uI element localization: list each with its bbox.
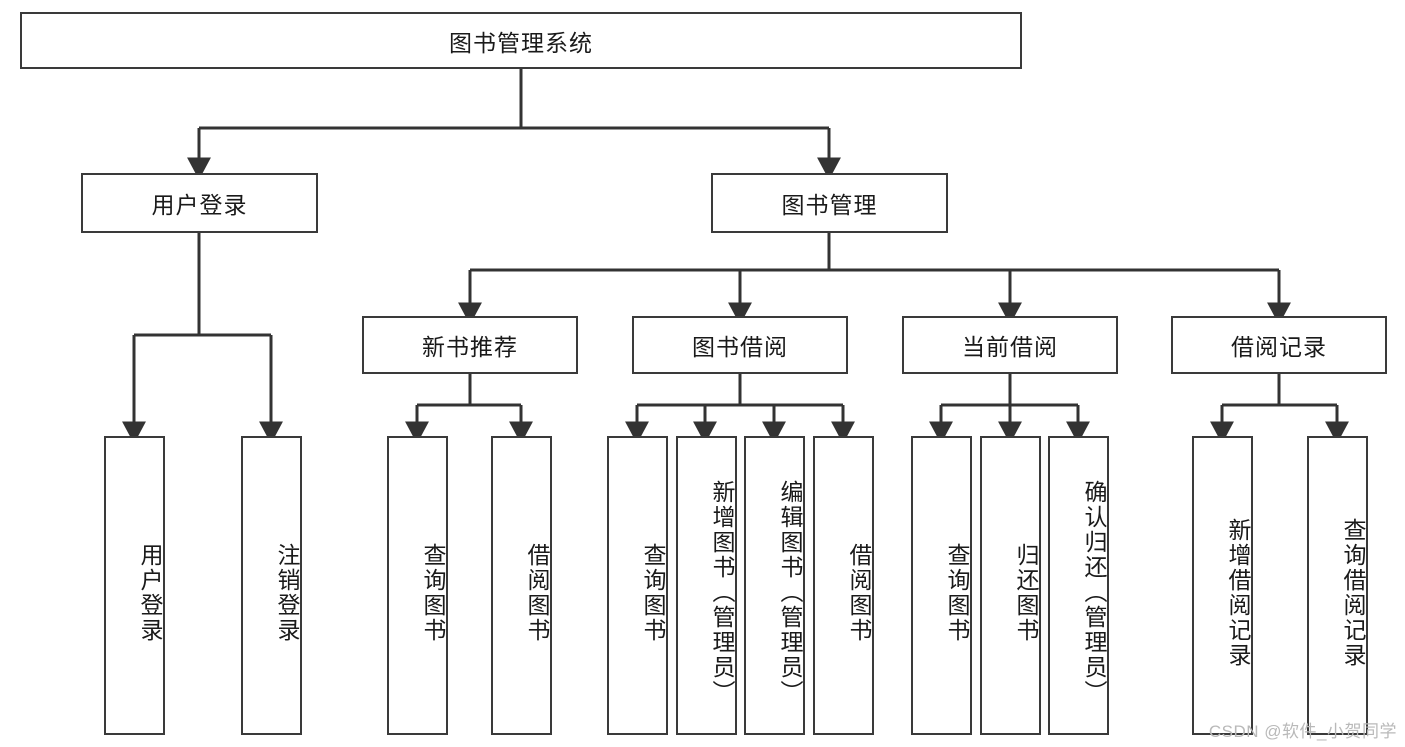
node-leaf-user-login[interactable]: 用户登录 [104,436,165,735]
node-leaf-borrow-book-1[interactable]: 借阅图书 [491,436,552,735]
node-leaf-add-record-label: 新增借阅记录 [1225,517,1251,668]
node-borrow-record-label: 借阅记录 [1231,334,1327,360]
node-current-borrow[interactable]: 当前借阅 [902,316,1118,374]
node-book-borrow-label: 图书借阅 [692,334,788,360]
watermark: CSDN @软件_小贺同学 [1208,722,1397,741]
node-book-borrow[interactable]: 图书借阅 [632,316,848,374]
node-leaf-edit-book[interactable]: 编辑图书（管理员） [744,436,805,735]
node-book-management-label: 图书管理 [781,192,878,218]
node-current-borrow-label: 当前借阅 [962,334,1058,360]
node-book-management[interactable]: 图书管理 [711,173,948,233]
node-leaf-borrow-book-1-label: 借阅图书 [524,542,550,643]
node-leaf-add-book-label: 新增图书（管理员） [709,480,735,705]
node-leaf-return-book-label: 归还图书 [1013,542,1039,643]
node-new-book-recommend[interactable]: 新书推荐 [362,316,578,374]
node-leaf-return-book[interactable]: 归还图书 [980,436,1041,735]
node-leaf-query-record[interactable]: 查询借阅记录 [1307,436,1368,735]
node-borrow-record[interactable]: 借阅记录 [1171,316,1387,374]
node-leaf-query-book-2[interactable]: 查询图书 [607,436,668,735]
node-root-label: 图书管理系统 [449,29,593,56]
node-leaf-add-record[interactable]: 新增借阅记录 [1192,436,1253,735]
node-leaf-query-book-3-label: 查询图书 [944,542,970,643]
node-leaf-query-book-3[interactable]: 查询图书 [911,436,972,735]
node-leaf-logout-login-label: 注销登录 [274,542,300,643]
node-leaf-add-book[interactable]: 新增图书（管理员） [676,436,737,735]
node-user-login[interactable]: 用户登录 [81,173,318,233]
node-user-login-label: 用户登录 [151,192,248,218]
node-leaf-logout-login[interactable]: 注销登录 [241,436,302,735]
node-leaf-confirm-return-label: 确认归还（管理员） [1081,480,1107,705]
node-leaf-user-login-label: 用户登录 [137,542,163,643]
node-leaf-query-book-2-label: 查询图书 [640,542,666,643]
node-leaf-borrow-book-2[interactable]: 借阅图书 [813,436,874,735]
node-leaf-query-book-1[interactable]: 查询图书 [387,436,448,735]
node-leaf-edit-book-label: 编辑图书（管理员） [777,480,803,705]
node-leaf-confirm-return[interactable]: 确认归还（管理员） [1048,436,1109,735]
node-root[interactable]: 图书管理系统 [20,12,1022,69]
node-leaf-query-book-1-label: 查询图书 [420,542,446,643]
node-leaf-borrow-book-2-label: 借阅图书 [846,542,872,643]
node-new-book-recommend-label: 新书推荐 [422,334,518,360]
node-leaf-query-record-label: 查询借阅记录 [1340,517,1366,668]
